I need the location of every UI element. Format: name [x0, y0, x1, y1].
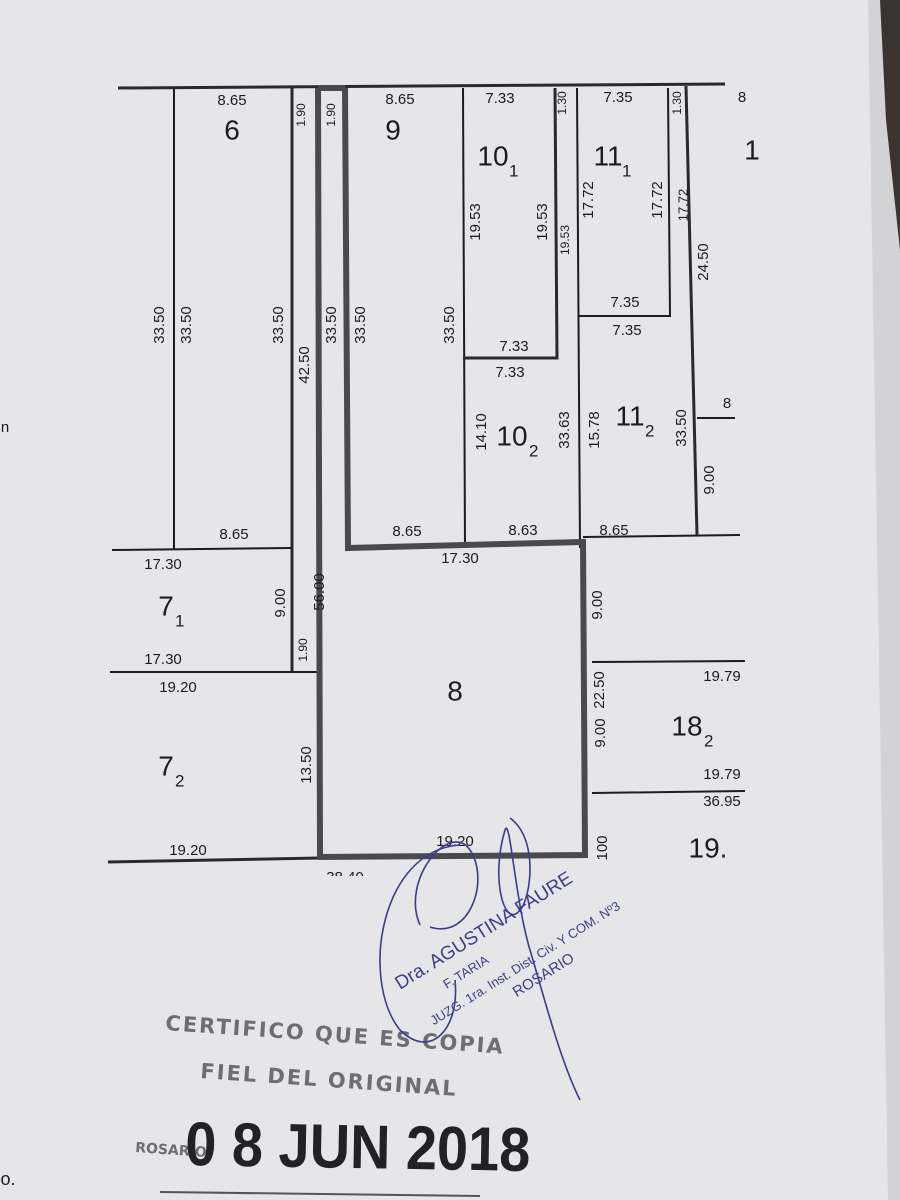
- dimension: 9.00: [592, 718, 609, 747]
- dimension: 9.00: [272, 588, 289, 617]
- dimension: 19.53: [558, 225, 572, 255]
- dimension: 8.65: [385, 91, 414, 108]
- lot-labels: 6 9 10 1 11 1 1 10 2 11 2 7 1 7 2 8 18 2…: [158, 114, 760, 863]
- lot-11-2: 11: [615, 400, 644, 431]
- dimension: 33.50: [673, 409, 690, 447]
- dimension: 36.95: [703, 793, 741, 810]
- lot-19: 19.: [689, 832, 728, 863]
- dimension: 33.50: [178, 306, 195, 344]
- dimension: 33.50: [441, 306, 458, 344]
- dimension: 17.30: [144, 556, 182, 573]
- lot-11-1-sub: 1: [622, 161, 631, 180]
- lot-10-2: 10: [496, 420, 527, 451]
- dimension: 8.65: [219, 526, 248, 543]
- dimension: 56.00: [311, 573, 328, 611]
- dimension: 15.78: [586, 411, 603, 449]
- lot-7-1-sub: 1: [175, 611, 184, 630]
- seal-line-3: JUZG. 1ra. Inst. Dist. Civ. Y COM. Nº3: [428, 898, 623, 1028]
- background-edge: [880, 0, 900, 250]
- dimension: 33.50: [270, 306, 287, 344]
- dimension: 13.50: [298, 746, 315, 784]
- dimension: 1.30: [555, 91, 569, 115]
- dimension: 17.30: [144, 651, 182, 668]
- dimension: 17.72: [649, 181, 666, 219]
- dimension: 7.35: [612, 322, 641, 339]
- dimension: 1.90: [324, 103, 338, 127]
- lot-1: 1: [744, 134, 760, 165]
- dimension: 38.40: [326, 869, 364, 886]
- dimension: 7.35: [603, 89, 632, 106]
- lot-10-1-sub: 1: [509, 161, 518, 180]
- dimension: 9.00: [701, 465, 718, 494]
- dimension: 8: [738, 89, 746, 106]
- signature: [379, 817, 581, 1101]
- lot-10-2-sub: 2: [529, 441, 538, 460]
- dimension: 19.79: [703, 766, 741, 783]
- margin-mark: o.: [0, 1169, 15, 1189]
- dimension: 1.30: [670, 91, 684, 115]
- dimension: 1.90: [296, 638, 310, 662]
- dimension: 22.50: [591, 671, 608, 709]
- lot-11-1: 11: [593, 140, 622, 171]
- dimension: 19.20: [159, 679, 197, 696]
- dimension: 19.53: [534, 203, 551, 241]
- dimension: 17.72: [675, 189, 690, 222]
- dimension: 17.72: [580, 181, 597, 219]
- lot-10-1: 10: [477, 140, 508, 171]
- page-edge: [868, 0, 900, 1200]
- dimension: 14.10: [473, 413, 490, 451]
- lot-7-2-sub: 2: [175, 771, 184, 790]
- dimension: 9.00: [589, 590, 606, 619]
- margin-mark: n: [1, 419, 9, 436]
- dimension: 33.50: [352, 306, 369, 344]
- lot-6: 6: [224, 114, 240, 145]
- lot-7-2: 7: [158, 750, 174, 781]
- certification-stamp: CERTIFICO QUE ES COPIA FIEL DEL ORIGINAL…: [135, 1011, 531, 1197]
- lot-11-2-sub: 2: [645, 421, 654, 440]
- lot-7-1: 7: [158, 590, 174, 621]
- dimension: 100: [594, 835, 611, 860]
- dimension: 19.79: [703, 668, 741, 685]
- dimension: 19.20: [169, 842, 207, 859]
- vertical-dimensions: 1.90 1.90 33.50 33.50 33.50 42.50 33.50 …: [151, 91, 718, 861]
- dimension: 1.90: [294, 103, 308, 127]
- lot-18-2: 18: [671, 710, 702, 741]
- dimension: 7.33: [485, 90, 514, 107]
- lot-18-2-sub: 2: [704, 731, 713, 750]
- place-label: ROSARIO,: [135, 1140, 212, 1161]
- dimension: 8: [723, 395, 731, 412]
- dimension: 33.50: [151, 306, 168, 344]
- dimension: 8.65: [217, 92, 246, 109]
- dimension: 8.65: [392, 523, 421, 540]
- lot-boundaries: [107, 82, 746, 864]
- lot-8: 8: [447, 675, 463, 706]
- dimension: 8.63: [508, 522, 537, 539]
- dimension: 8.65: [599, 522, 628, 539]
- dimension: 7.33: [495, 364, 524, 381]
- cert-line-1: CERTIFICO QUE ES COPIA: [165, 1011, 506, 1059]
- lot-9: 9: [385, 114, 401, 145]
- dimension: 19.53: [467, 203, 484, 241]
- dimension: 42.50: [296, 346, 313, 384]
- dimension: 24.50: [695, 243, 712, 281]
- dimension: 7.33: [499, 338, 528, 355]
- notary-seal: Dra. AGUSTINA FAURE F. TARIA JUZG. 1ra. …: [392, 868, 623, 1028]
- cert-line-2: FIEL DEL ORIGINAL: [200, 1059, 459, 1101]
- dimension: 33.63: [556, 411, 573, 449]
- highlighted-lot-8-boundary: [315, 85, 589, 860]
- dimension: 33.50: [323, 306, 340, 344]
- date-stamp: 0 8 JUN 2018: [185, 1110, 531, 1185]
- dimension: 17.30: [441, 550, 479, 567]
- dimension: 7.35: [610, 294, 639, 311]
